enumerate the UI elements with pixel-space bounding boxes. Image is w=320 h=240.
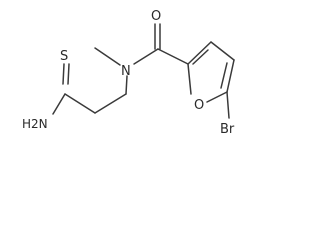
ring-oxygen-label: O (194, 98, 204, 113)
bond-n-carbonyl (133, 48, 159, 65)
bromine-label: Br (220, 122, 235, 137)
carbonyl-oxygen-label: O (151, 9, 161, 24)
atom-layer: S H2N N O O Br (22, 9, 235, 137)
bond-ring-c2-o (187, 63, 192, 95)
bond-ring-c4-c3 (210, 41, 235, 61)
bond-carbonyl-ring (157, 48, 189, 65)
amine-label: H2N (22, 117, 48, 131)
bond-ring-c3-c2 (187, 41, 212, 65)
bond-c5-br (226, 91, 230, 119)
structure-svg: S H2N N O O Br (22, 9, 235, 137)
bond-n-methyl (94, 47, 121, 66)
bond-ch2-ch2 (94, 93, 127, 114)
bond-ring-c3-c2-inner (192, 49, 209, 65)
sulfur-label: S (60, 49, 68, 64)
molecule-diagram: S H2N N O O Br (22, 9, 235, 137)
bond-ch2-n (125, 75, 128, 95)
bond-ring-c5-c4 (226, 59, 235, 93)
bond-ring-o-c5 (206, 91, 228, 103)
nitrogen-label: N (121, 64, 131, 79)
bond-cs-double-b (67, 63, 70, 85)
bond-c-ch2 (64, 93, 96, 114)
bond-ring-c5-c4-inner (220, 62, 228, 89)
bond-layer (52, 23, 235, 119)
bond-cs-double-a (62, 63, 65, 85)
bond-c-nh2 (52, 93, 66, 115)
